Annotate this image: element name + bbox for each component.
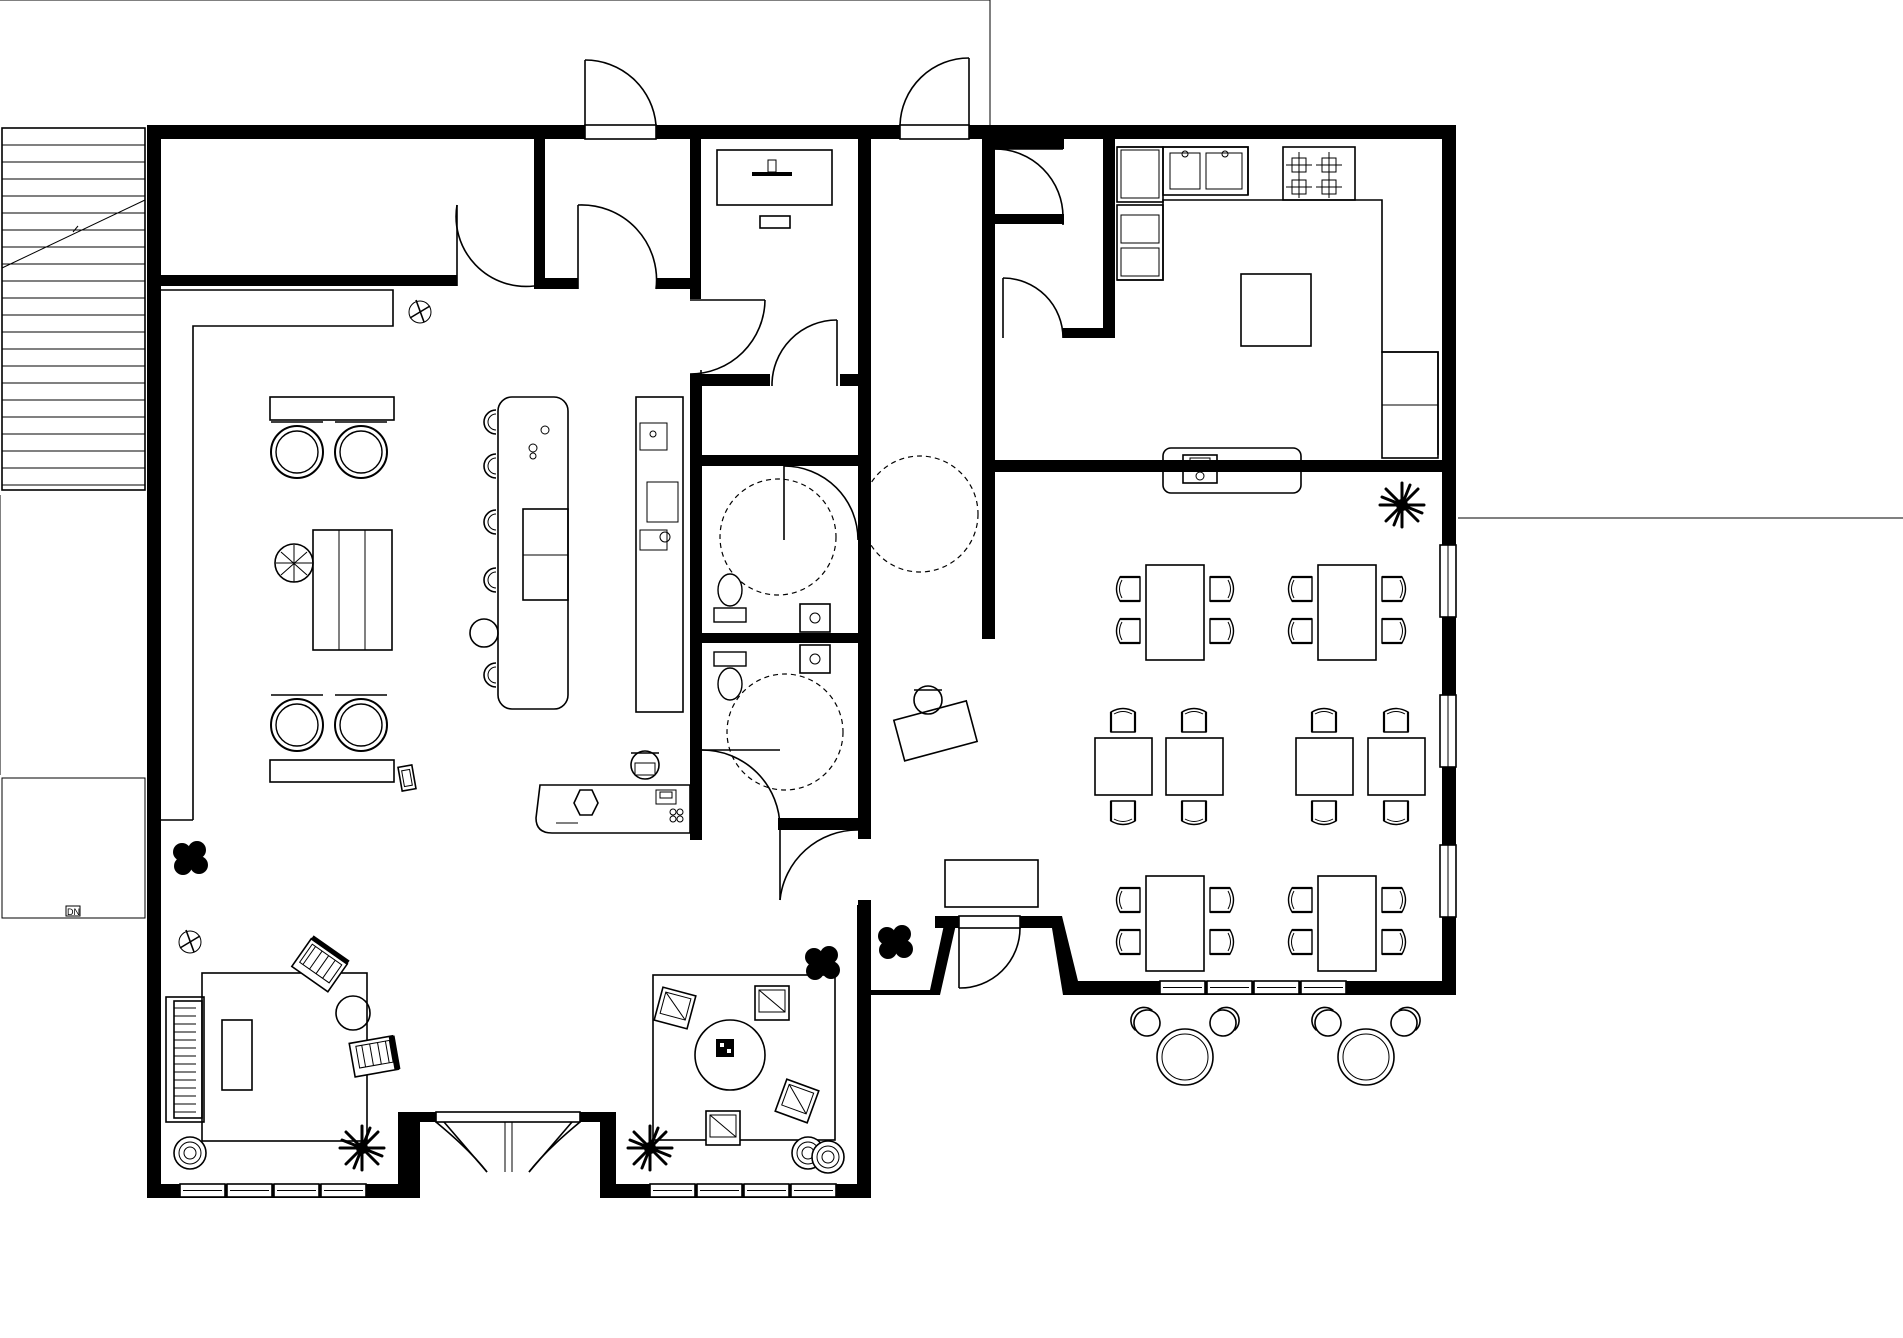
dining-table [1115,875,1235,972]
patio-table [1311,1006,1421,1086]
chair-icon [1115,617,1142,645]
bar-stool [483,409,497,435]
dining-table [1287,564,1407,661]
chair-icon [1180,707,1208,734]
chair-icon [1208,928,1235,956]
chair-icon [1380,928,1407,956]
armchair-icon [348,1034,401,1078]
windows [1439,544,1457,918]
dining-table [1165,707,1224,826]
chair-icon [1287,886,1314,914]
window [226,1183,273,1198]
basket-icon [274,543,314,583]
doors[interactable] [435,57,1064,1173]
bar-stool [469,618,499,648]
patio-chair-icon [1130,1006,1161,1037]
chair-icon [1115,575,1142,603]
chair-icon [1115,928,1142,956]
patio-chair-icon [1311,1006,1342,1037]
dining-table [1367,707,1426,826]
bar-stool [483,567,497,593]
chair-icon [1310,799,1338,826]
chair-icon [1208,886,1235,914]
walls [147,125,1456,1198]
chair-icon [1380,886,1407,914]
chair-icon [1109,799,1137,826]
bar-stool [483,662,497,688]
patio-table [1130,1006,1240,1086]
dining-table [1287,875,1407,972]
ramp-down[interactable]: DN [1,777,146,919]
chair-icon [1287,617,1314,645]
window [790,1183,837,1198]
front-windows [179,980,1347,1198]
armchair-icon [290,935,350,993]
floor-outlet-icon [408,299,432,324]
chair-icon [1310,707,1338,734]
window [743,1183,790,1198]
site-lines [0,0,1903,775]
bar-stool [483,453,497,479]
window [1253,980,1300,995]
bar-stool [483,509,497,535]
window [1300,980,1347,995]
window [1159,980,1206,995]
window [273,1183,320,1198]
chair-icon [1109,707,1137,734]
chair-icon [1115,886,1142,914]
object-icon [716,1039,734,1057]
stair[interactable] [1,127,146,491]
chair-icon [1287,928,1314,956]
chair-icon [1180,799,1208,826]
window [649,1183,696,1198]
dining-table [1094,707,1153,826]
patio-chair-icon [1209,1006,1240,1037]
chair-icon [1287,575,1314,603]
window [696,1183,743,1198]
dining-area [878,481,1426,1086]
dining-table [1115,564,1235,661]
chair-icon [1382,707,1410,734]
stair-down-label: DN [67,907,80,917]
chair-icon [1380,617,1407,645]
floor-outlet-icon [178,929,202,954]
patio-chair-icon [1390,1006,1421,1037]
chair-icon [1380,575,1407,603]
retail-area [161,289,845,1174]
window [1206,980,1253,995]
kitchen [1116,146,1439,494]
window [320,1183,367,1198]
window [179,1183,226,1198]
host-stand [892,685,979,762]
chair-icon [1208,575,1235,603]
chair-icon [1208,617,1235,645]
restrooms [713,455,979,791]
dining-table [1295,707,1354,826]
chair-icon [1382,799,1410,826]
office [716,149,833,229]
